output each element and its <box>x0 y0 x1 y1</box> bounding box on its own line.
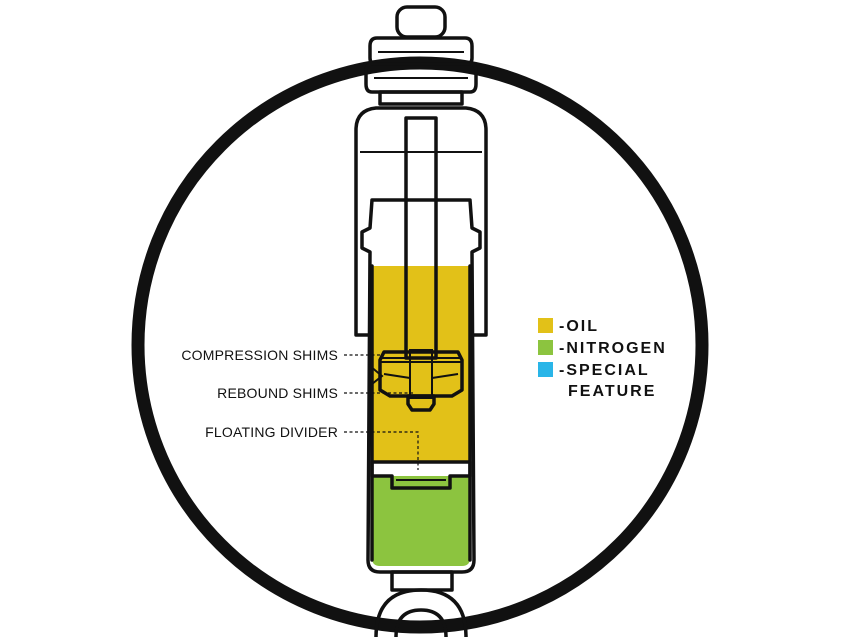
legend-swatch-special-feature <box>538 362 553 377</box>
legend-swatch-oil <box>538 318 553 333</box>
floating-divider-label: FLOATING DIVIDER <box>205 424 338 440</box>
legend-swatch-nitrogen <box>538 340 553 355</box>
legend-label-nitrogen: -NITROGEN <box>559 340 667 357</box>
upper-shell <box>354 106 488 337</box>
cylinder-body <box>360 198 482 574</box>
rebound-shims-leader <box>344 392 415 400</box>
bottom-mount <box>374 570 468 637</box>
nitrogen-chamber <box>372 476 470 566</box>
oil-chamber <box>372 266 470 462</box>
floating-divider-leader <box>344 431 419 470</box>
legend-label-oil: -OIL <box>559 318 599 335</box>
top-mount <box>364 5 478 106</box>
legend: -OIL -NITROGEN -SPECIAL FEATURE <box>538 318 667 400</box>
legend-label-special-line2: FEATURE <box>568 383 656 400</box>
piston-assembly <box>368 349 464 412</box>
compression-shims-label: COMPRESSION SHIMS <box>181 347 338 363</box>
legend-label-special-line1: -SPECIAL <box>559 362 650 379</box>
rebound-shims-label: REBOUND SHIMS <box>217 385 338 401</box>
